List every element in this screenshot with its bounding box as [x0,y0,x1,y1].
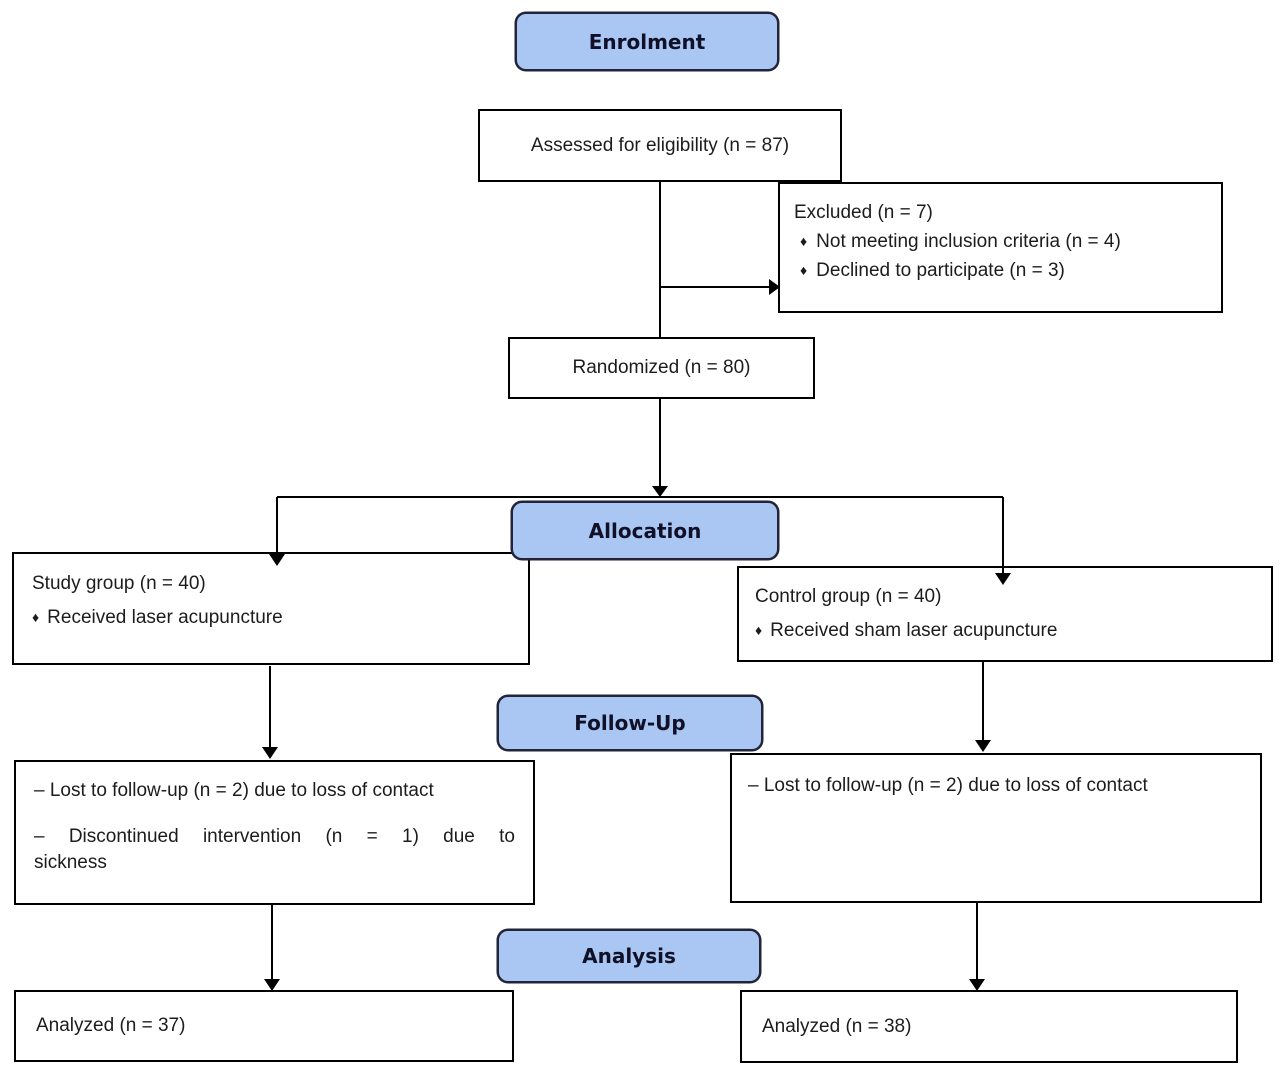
analysis-phase-label: Analysis [582,944,676,968]
excluded-item-text: Not meeting inclusion criteria (n = 4) [816,231,1121,252]
enrolment-phase-header: Enrolment [515,12,779,71]
analyzed-right-box: Analyzed (n = 38) [740,990,1238,1063]
analyzed-left-box: Analyzed (n = 37) [14,990,514,1062]
diamond-bullet-icon: ♦ [800,262,808,278]
followup-phase-header: Follow-Up [497,695,763,751]
diamond-bullet-icon: ♦ [32,609,40,625]
allocation-phase-header: Allocation [511,501,779,560]
followup-right-line1: – Lost to follow-up (n = 2) due to loss … [748,775,1148,796]
excluded-title: Excluded (n = 7) [794,202,933,223]
control-group-item-text: Received sham laser acupuncture [770,620,1058,641]
control-group-item: ♦ Received sham laser acupuncture [755,615,1255,646]
study-group-item: ♦ Received laser acupuncture [32,602,510,633]
followup-left-box: – Lost to follow-up (n = 2) due to loss … [14,760,535,905]
arrowhead-randomized-split [652,486,668,497]
followup-left-line2: – Discontinued intervention (n = 1) due … [34,824,515,876]
followup-phase-label: Follow-Up [574,711,686,735]
excluded-item: ♦ Declined to participate (n = 3) [794,256,1207,285]
allocation-phase-label: Allocation [588,518,702,543]
randomized-box: Randomized (n = 80) [508,337,815,399]
diamond-bullet-icon: ♦ [800,233,808,249]
analyzed-right-text: Analyzed (n = 38) [762,1015,912,1037]
control-group-title: Control group (n = 40) [755,586,942,607]
analyzed-left-text: Analyzed (n = 37) [36,1015,186,1036]
enrolment-phase-label: Enrolment [588,29,706,54]
diamond-bullet-icon: ♦ [755,622,763,638]
excluded-item: ♦ Not meeting inclusion criteria (n = 4) [794,227,1207,256]
followup-left-line1: – Lost to follow-up (n = 2) due to loss … [34,780,434,801]
followup-left-line2-main: – Discontinued intervention (n = 1) due … [34,826,515,847]
randomized-text: Randomized (n = 80) [572,357,751,378]
assessed-box: Assessed for eligibility (n = 87) [478,109,842,182]
assessed-text: Assessed for eligibility (n = 87) [530,134,790,156]
arrowhead-into-followup-left [262,747,278,759]
study-group-box: Study group (n = 40) ♦ Received laser acu… [12,552,530,665]
arrowhead-into-followup-right [975,740,991,752]
study-group-title: Study group (n = 40) [32,573,206,594]
excluded-item-text: Declined to participate (n = 3) [816,260,1065,281]
followup-left-line2-tail: sickness [34,852,107,873]
followup-right-box: – Lost to follow-up (n = 2) due to loss … [730,753,1262,903]
analysis-phase-header: Analysis [497,929,761,983]
excluded-box: Excluded (n = 7) ♦ Not meeting inclusion … [778,182,1223,313]
control-group-box: Control group (n = 40) ♦ Received sham la… [737,566,1273,662]
study-group-item-text: Received laser acupuncture [47,607,283,628]
